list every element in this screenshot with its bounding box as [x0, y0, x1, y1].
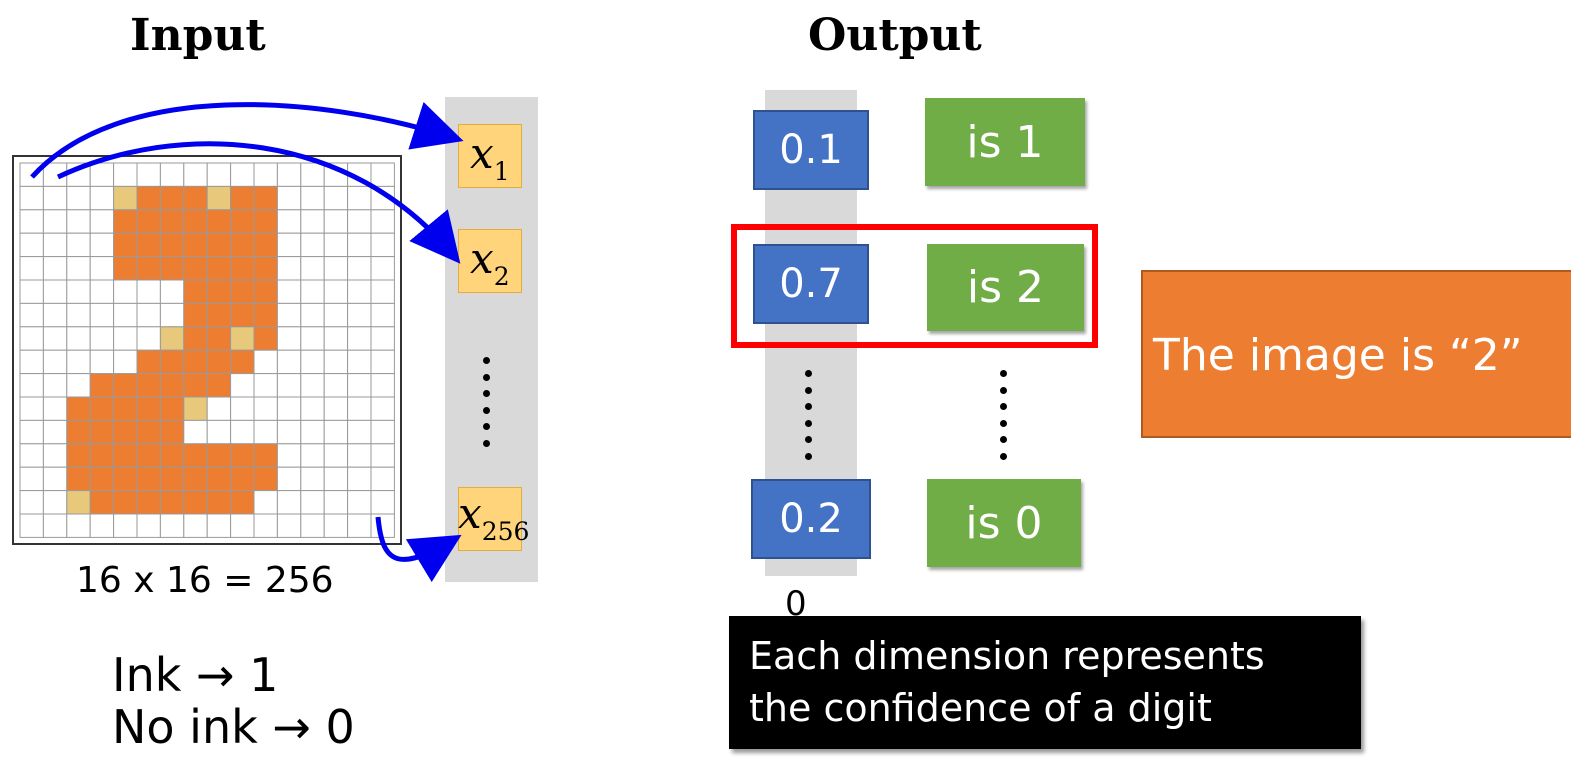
arrow-to-x2	[56, 141, 461, 264]
output-value-ellipsis	[801, 370, 815, 460]
output-label-ellipsis	[996, 370, 1010, 460]
input-x1-box	[458, 124, 522, 188]
output-heading: Output	[808, 10, 982, 61]
output-axis-zero: 0	[785, 584, 807, 624]
note-box: Each dimension represents the confidence…	[729, 616, 1361, 749]
input-x256-box	[458, 487, 522, 551]
input-x2-box	[458, 229, 522, 293]
result-box: The image is “2”	[1141, 270, 1571, 438]
arrow-to-x256	[375, 516, 462, 583]
no-ink-encoding-line: No ink → 0	[112, 700, 355, 754]
input-x256-label: x256	[458, 489, 530, 546]
grid-size-caption: 16 x 16 = 256	[76, 560, 334, 601]
result-text: The image is “2”	[1153, 330, 1523, 381]
output-value-box-1: 0.1	[753, 110, 869, 190]
ink-encoding-line: Ink → 1	[112, 648, 279, 702]
output-value-box-3: 0.2	[751, 479, 871, 559]
output-value-box-2: 0.7	[753, 244, 869, 324]
note-line-2: the confidence of a digit	[749, 686, 1212, 730]
highlight-frame	[731, 224, 1098, 348]
arrow-to-x1	[30, 101, 464, 179]
input-vector-ellipsis	[479, 357, 493, 447]
note-line-1: Each dimension represents	[749, 634, 1265, 678]
input-heading: Input	[130, 10, 266, 61]
digit-pixel-grid	[12, 155, 402, 545]
input-x2-label: x2	[470, 234, 510, 291]
output-label-box-2: is 2	[927, 244, 1084, 331]
output-label-box-3: is 0	[927, 479, 1081, 567]
input-x1-label: x1	[470, 129, 510, 186]
grid-frame	[12, 155, 402, 545]
output-label-box-1: is 1	[925, 98, 1085, 186]
